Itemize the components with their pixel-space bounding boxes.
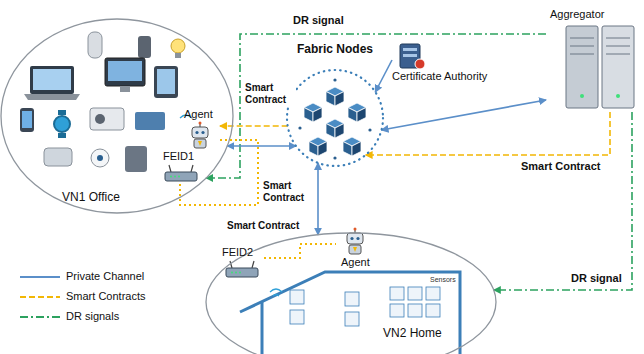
edge-label: Smart Contract [226,220,300,232]
connector [264,244,336,258]
connector [317,163,319,235]
node-label: Certificate Authority [392,70,487,83]
legend-swatch [20,312,60,322]
connector [494,112,632,290]
legend-text: Private Channel [66,270,144,283]
node-label: FEID2 [222,246,253,259]
note-label: Sensors [430,276,456,284]
authority-node: Certificate Authority [392,44,504,84]
node-label: VN1 Office [62,190,120,204]
legend-line-sample [20,296,60,298]
ellipse-outline-shape [1,19,233,213]
fabric-cluster: Fabric Nodes [275,42,395,170]
circle-outline-shape [287,70,383,166]
node-label: Agent [341,256,370,269]
legend-swatch [20,292,60,302]
circle-outline [275,42,395,170]
connector [206,34,546,178]
aggregator-node: Aggregator [546,8,640,112]
connector [366,112,610,155]
legend-line-sample [20,276,60,278]
gateway-node: FEID2 [220,246,264,280]
edge-label: DR signal [292,14,345,27]
connector [382,100,547,130]
edge-label: Smart Contract [520,160,601,173]
network-ellipse: VN1 Office AgentFEID1 [0,18,234,214]
network-ellipse: VN2 Home FEID2Agent [205,232,497,354]
legend-text: DR signals [66,310,119,323]
legend-line-sample [20,316,60,318]
agent-node: Agent [180,108,220,150]
edge-label: DR signal [570,272,623,285]
node-label: Agent [184,108,213,121]
edge-label: Smart Contract [262,180,314,204]
node-label: FEID1 [163,150,194,163]
connector [227,145,296,147]
node-label: Aggregator [550,8,604,21]
node-label: Fabric Nodes [297,42,373,56]
legend-text: Smart Contracts [66,290,145,303]
connector [375,60,392,92]
node-label: VN2 Home [383,326,442,340]
connector [180,140,258,205]
gateway-node: FEID1 [160,150,200,184]
edge-label: Smart Contract [244,82,296,106]
agent-node: Agent [336,226,376,270]
ellipse-outline-shape [206,233,496,354]
connector [220,125,288,127]
legend-swatch [20,272,60,282]
